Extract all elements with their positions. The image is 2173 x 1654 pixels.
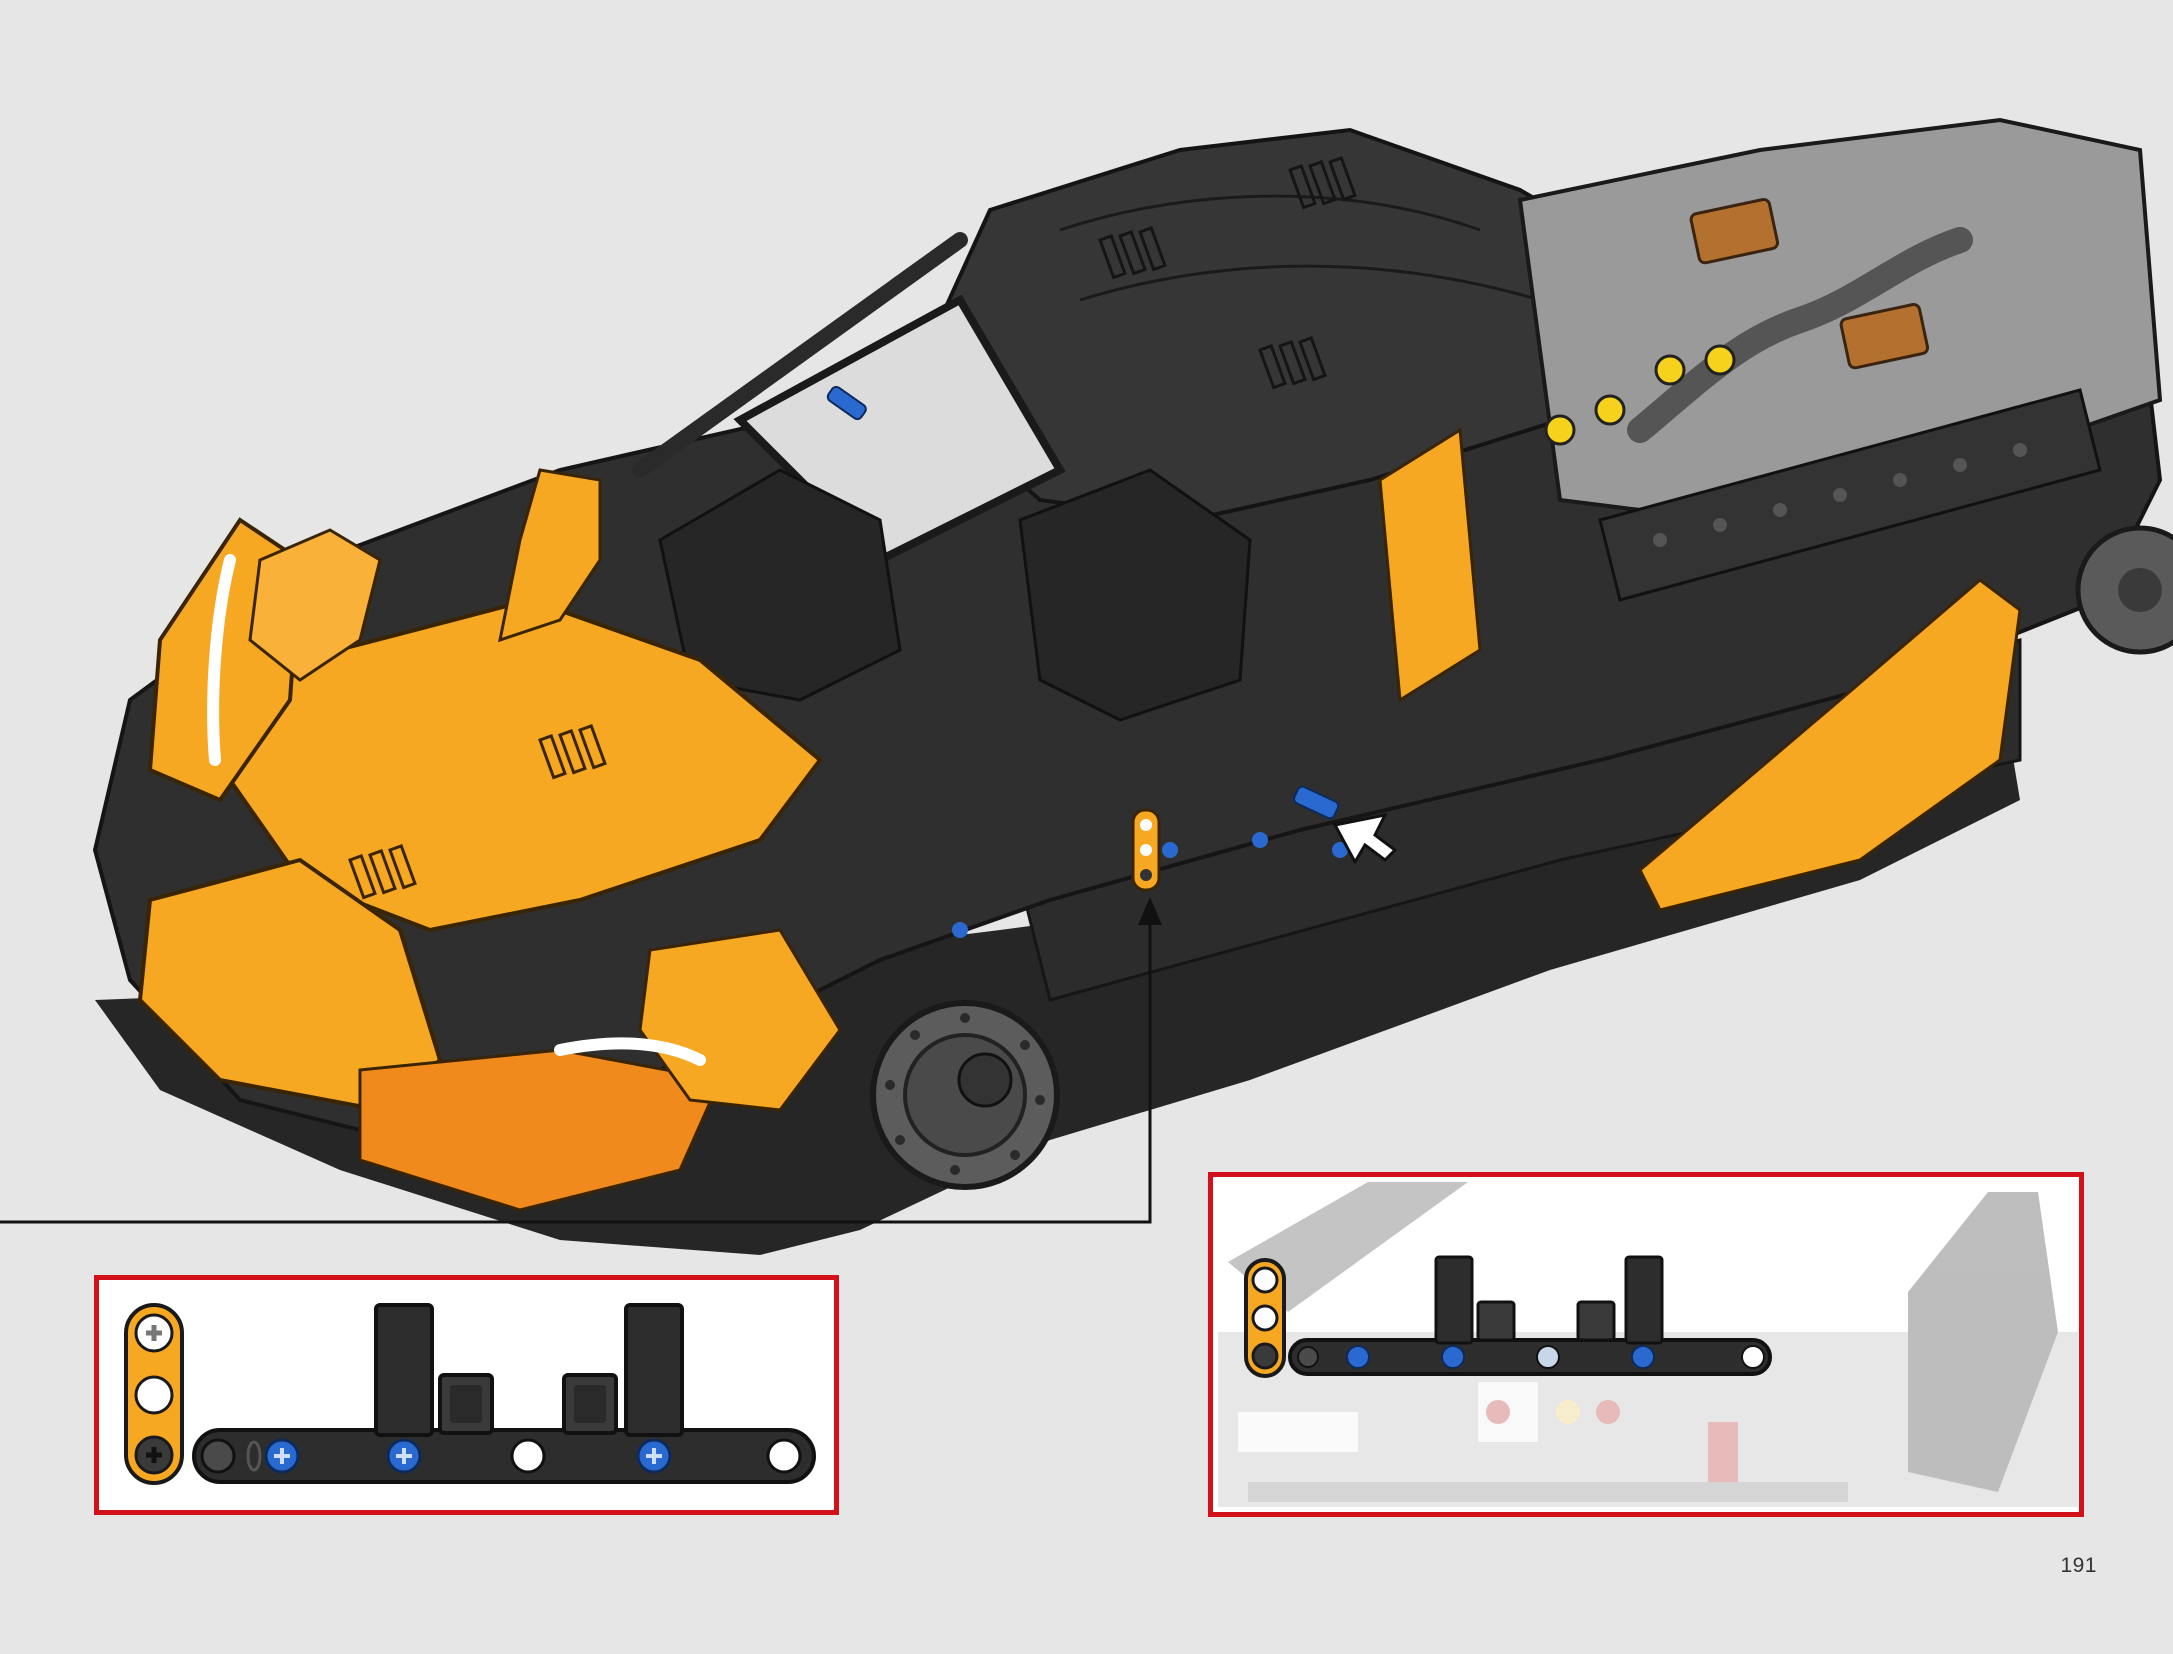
- black-connector-placed: [1576, 1300, 1616, 1342]
- rear-yellow-fender: [1638, 578, 2022, 912]
- black-beam-vertical-left: [374, 1303, 434, 1437]
- placed-black-liftarm-holes: [1297, 1345, 1765, 1369]
- liftarm-hole: [1140, 869, 1152, 881]
- placement-callout-right: [1208, 1172, 2084, 1517]
- connector-arrowhead: [1138, 897, 1162, 925]
- seat-right: [1018, 468, 1252, 722]
- front-wheel-center: [957, 1052, 1013, 1108]
- black-beam-placed-left: [1434, 1255, 1474, 1345]
- front-headlight-wing: [498, 468, 602, 643]
- hood-yellow: [227, 597, 823, 933]
- exhaust-pipe: [1627, 227, 1973, 443]
- beam-holes: [1653, 443, 2027, 547]
- connector-inner: [450, 1385, 482, 1423]
- engine-yellow-knob: [1594, 394, 1626, 426]
- brake-disc-holes: [885, 1013, 1045, 1175]
- black-liftarm-holes: [200, 1438, 802, 1474]
- placement-arrow-icon: [1332, 812, 1398, 866]
- roof-vents: [1098, 155, 1357, 390]
- front-fender-upper: [248, 528, 382, 682]
- engine-yellow-knob: [1654, 354, 1686, 386]
- front-white-hose-lower: [554, 1037, 706, 1066]
- roof-panel-line: [1079, 264, 1541, 302]
- engine-block-left: [1689, 197, 1780, 265]
- rear-side-beam: [1598, 388, 2102, 602]
- engine-block-right: [1839, 302, 1930, 370]
- black-beam-placed-right: [1624, 1255, 1664, 1345]
- connector-line: [0, 915, 1152, 1224]
- black-connector-placed: [1476, 1300, 1516, 1342]
- body-group: [92, 117, 2173, 1143]
- front-wheel: [870, 1000, 1060, 1190]
- connector-inner: [574, 1385, 606, 1423]
- engine-yellow-knob: [1704, 344, 1736, 376]
- front-wheel-arch-yellow: [638, 928, 842, 1112]
- yellow-liftarm-holes: [134, 1313, 174, 1475]
- roof-panel-line: [1059, 194, 1481, 232]
- front-white-hose: [207, 554, 236, 766]
- rear-wheel-center: [2118, 568, 2162, 612]
- hood-vents: [348, 723, 607, 900]
- a-pillar: [632, 232, 968, 478]
- engine-yellow-knob: [1544, 414, 1576, 446]
- liftarm-hole: [1140, 819, 1152, 831]
- page-number: 191: [2060, 1554, 2097, 1577]
- callout-connector: [0, 897, 1162, 1224]
- liftarm-hole: [1140, 844, 1152, 856]
- blue-pins: [826, 385, 1348, 938]
- placed-yellow-liftarm-holes: [1251, 1266, 1279, 1370]
- parts-callout-left: [94, 1275, 839, 1515]
- door-yellow-panel: [1378, 427, 1482, 703]
- black-beam-vertical-right: [624, 1303, 684, 1437]
- front-yellow-bodywork: [137, 468, 842, 1212]
